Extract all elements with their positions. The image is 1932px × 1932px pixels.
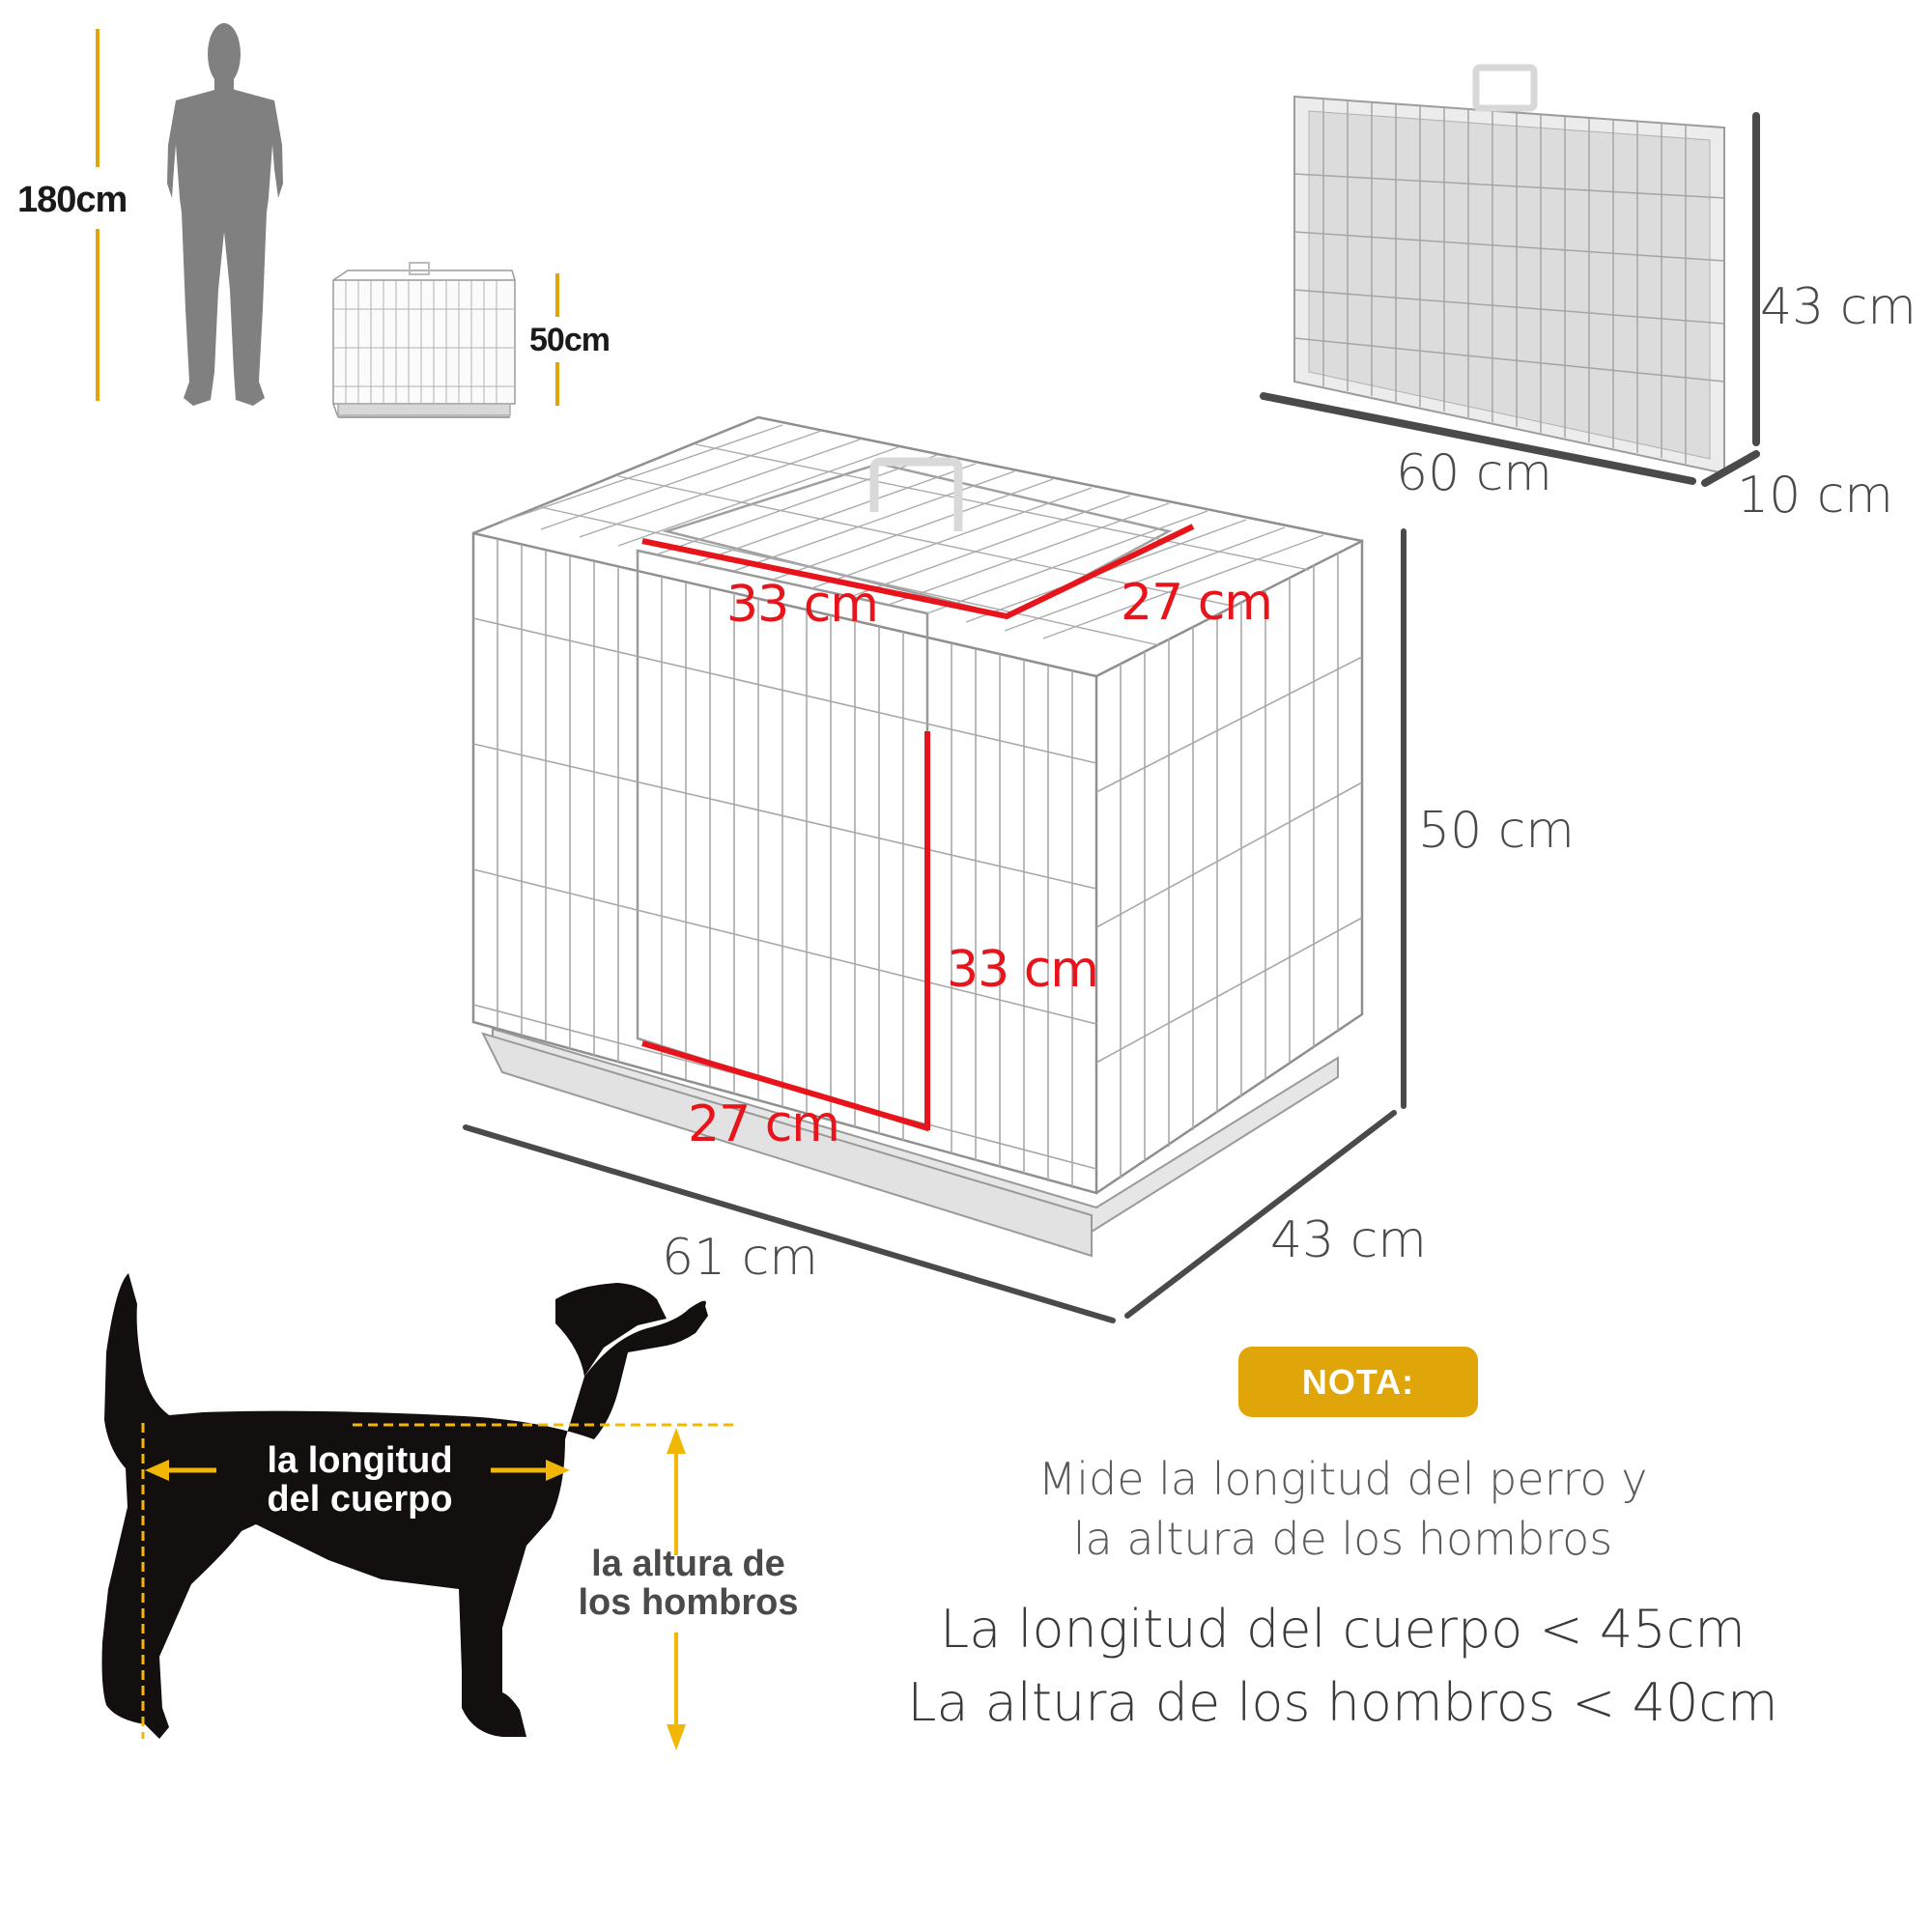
- main-cage-length-label: 61 cm: [662, 1229, 818, 1287]
- person-height-label: 180cm: [17, 180, 128, 220]
- front-door-width-label: 27 cm: [688, 1095, 840, 1153]
- limit-body-length: La longitud del cuerpo < 45cm: [940, 1599, 1746, 1660]
- folded-cage-depth-label: 10 cm: [1737, 467, 1893, 525]
- folded-cage-height-label: 43 cm: [1760, 278, 1917, 336]
- folded-cage-illustration: [1293, 64, 1725, 475]
- body-length-label: la longitud del cuerpo: [232, 1440, 488, 1520]
- small-cage-height-label: 50cm: [529, 322, 611, 358]
- shoulder-height-label-line1: la altura de: [591, 1544, 785, 1584]
- main-cage-depth-label: 43 cm: [1270, 1211, 1427, 1269]
- shoulder-height-label-line2: los hombros: [578, 1581, 799, 1623]
- dog-silhouette-icon: [101, 1273, 708, 1739]
- red-measure-lines: [641, 524, 1195, 1131]
- nota-badge-label: NOTA:: [1301, 1361, 1415, 1402]
- dog-measure-guides: [141, 1423, 734, 1750]
- top-door-width-label: 33 cm: [726, 576, 879, 634]
- limit-shoulder-height: La altura de los hombros < 40cm: [907, 1672, 1778, 1733]
- top-door-depth-label: 27 cm: [1121, 574, 1273, 632]
- note-instruction-line1: Mide la longitud del perro y: [1037, 1453, 1648, 1505]
- nota-badge: NOTA:: [1238, 1347, 1478, 1417]
- main-cage-dimension-lines: [463, 528, 1406, 1323]
- body-length-label-line2: del cuerpo: [267, 1478, 453, 1520]
- main-cage-illustration: [471, 415, 1364, 1258]
- small-cage-illustration: [332, 262, 516, 418]
- folded-cage-width-label: 60 cm: [1396, 444, 1552, 502]
- shoulder-height-label: la altura de los hombros: [560, 1544, 816, 1623]
- front-door-height-label: 33 cm: [947, 941, 1099, 999]
- body-length-label-line1: la longitud: [267, 1440, 453, 1481]
- main-cage-height-label: 50 cm: [1418, 802, 1575, 860]
- folded-cage-dimension-lines: [1260, 112, 1760, 487]
- person-silhouette-icon: [167, 23, 283, 406]
- note-instruction-line2: la altura de los hombros: [1072, 1513, 1613, 1565]
